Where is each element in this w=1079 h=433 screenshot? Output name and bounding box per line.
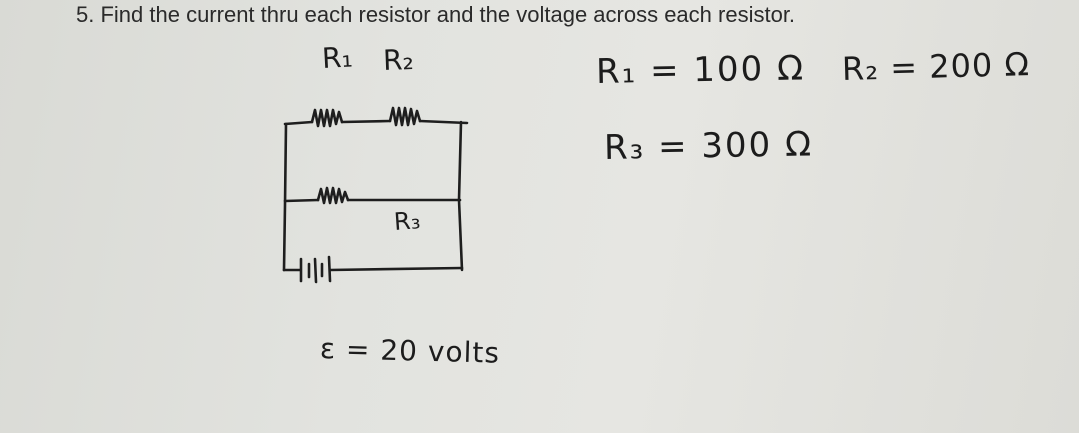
label-r1: R₁ (321, 40, 354, 75)
top-right-wire (418, 119, 469, 125)
bottom-wire-right (328, 266, 464, 272)
right-wire (457, 120, 464, 272)
battery-plate-3 (313, 257, 318, 284)
resistor-r1-zigzag (310, 108, 344, 128)
question-text: 5. Find the current thru each resistor a… (76, 2, 796, 27)
resistor-r2-zigzag (388, 106, 422, 127)
given-r1-value: R₁ = 100 Ω (595, 48, 806, 92)
given-r2-value: R₂ = 200 Ω (841, 45, 1031, 88)
left-wire (282, 122, 288, 272)
resistor-r3-zigzag (316, 186, 350, 205)
label-r3: R₃ (393, 206, 422, 236)
middle-wire-left (283, 198, 320, 203)
label-r2: R₂ (382, 42, 415, 77)
wire-r1-r2 (340, 119, 392, 124)
given-r3-value: R₃ = 300 Ω (603, 124, 814, 168)
top-wire (283, 120, 314, 126)
emf-value: ε = 20 volts (319, 332, 501, 370)
